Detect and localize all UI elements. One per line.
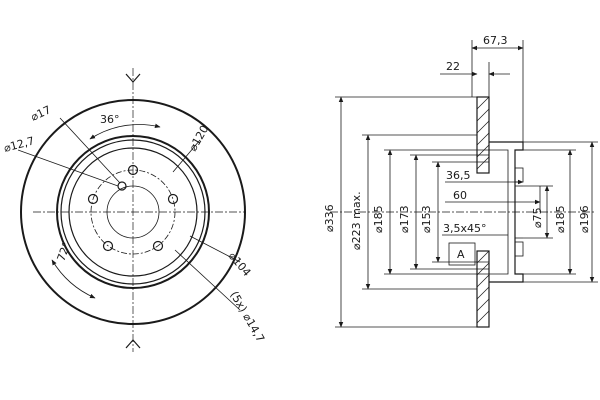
label-section-a: A xyxy=(457,248,465,261)
arc-72-degrees xyxy=(51,259,96,299)
leader-pin-dia xyxy=(17,149,119,187)
bolt-hole xyxy=(102,240,114,252)
section-marker-top xyxy=(125,73,141,83)
label-196: ⌀196 xyxy=(578,205,591,233)
arc-36-degrees xyxy=(89,123,161,140)
section-marker-bottom xyxy=(125,339,141,349)
label-friction-dia: ⌀223 max. xyxy=(350,191,363,250)
bolt-hole xyxy=(87,193,99,205)
label-153: ⌀153 xyxy=(420,205,433,233)
label-bolt-holes: (5x) ⌀14,7 xyxy=(227,289,267,345)
bolt-hole xyxy=(167,193,179,205)
label-185-right: ⌀185 xyxy=(554,205,567,233)
pitch-circle xyxy=(90,169,176,255)
label-center-bore: ⌀75 xyxy=(531,207,544,228)
label-72-degrees: 72° xyxy=(55,240,74,263)
label-chamfer: 3,5x45° xyxy=(443,222,487,235)
bolt-hole xyxy=(127,164,139,176)
bolt-hole xyxy=(152,240,164,252)
label-pin-dia: ⌀12,7 xyxy=(2,134,35,155)
section-view: 67,3 22 ⌀336 ⌀223 max. ⌀185 ⌀173 ⌀153 36… xyxy=(323,34,598,328)
label-185-left: ⌀185 xyxy=(372,205,385,233)
label-outer-dia: ⌀336 xyxy=(323,204,336,232)
section-frame xyxy=(448,242,476,266)
label-hole-dia: ⌀17 xyxy=(29,103,53,123)
leader-hub xyxy=(189,235,241,263)
label-36-degrees: 36° xyxy=(100,113,120,126)
label-disc-thickness: 22 xyxy=(446,60,460,73)
label-total-width: 67,3 xyxy=(483,34,508,47)
label-pcd: ⌀120 xyxy=(186,123,211,153)
label-hub-dia: ⌀104 xyxy=(226,250,254,280)
leader-pcd xyxy=(172,139,201,173)
leader-bolt-holes xyxy=(174,249,241,311)
center-bore xyxy=(106,185,160,239)
front-view: ⌀17 36° ⌀12,7 ⌀120 72° ⌀104 (5x) ⌀14,7 xyxy=(2,68,267,352)
hub-step xyxy=(60,139,206,285)
label-60: 60 xyxy=(453,189,467,202)
disc-outer-edge xyxy=(20,99,246,325)
label-36-5: 36,5 xyxy=(446,169,471,182)
hub-outer xyxy=(68,147,198,277)
leader-hole-dia xyxy=(59,117,121,184)
label-173: ⌀173 xyxy=(398,205,411,233)
